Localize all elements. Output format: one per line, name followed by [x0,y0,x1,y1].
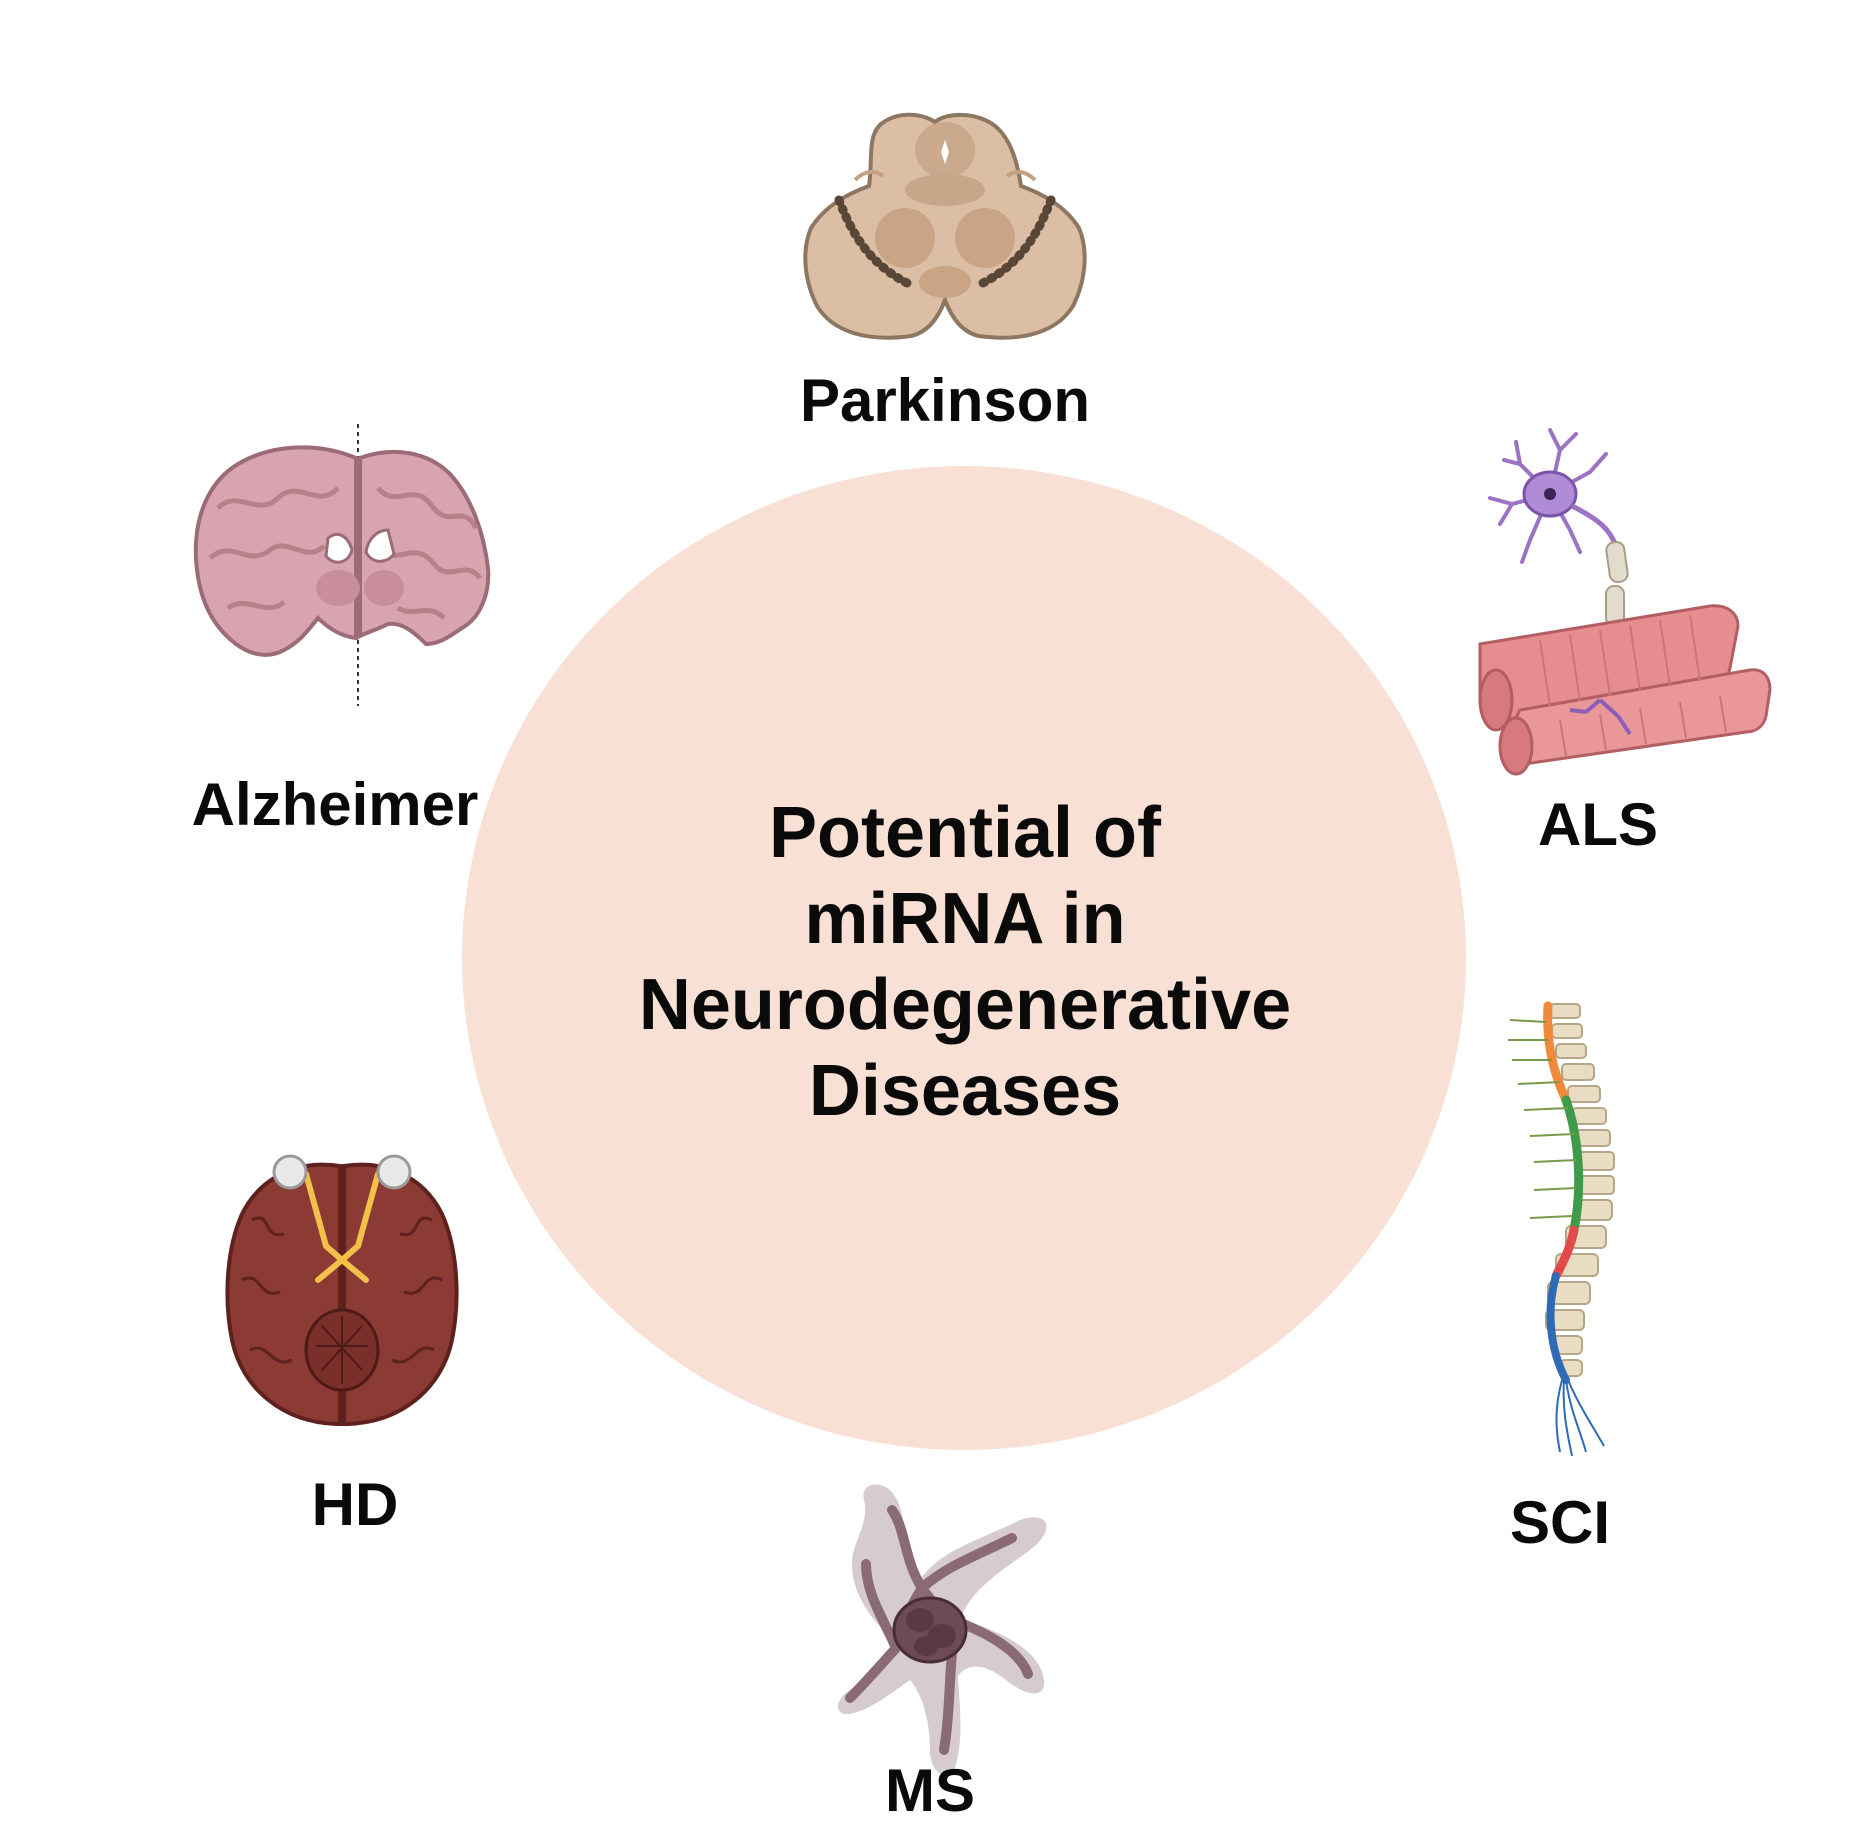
label-sci: SCI [1509,1489,1611,1556]
label-parkinson: Parkinson [799,367,1091,434]
center-title: Potential of miRNA in Neurodegenerative … [560,790,1370,1134]
midbrain-section-icon [803,112,1087,340]
coronal-brain-icon [193,424,491,706]
center-circle [462,466,1466,1450]
center-title-line: miRNA in [804,879,1126,959]
neuron-muscle-icon [1478,428,1772,776]
label-als: ALS [1538,791,1658,858]
label-alzheimer: Alzheimer [191,771,479,838]
label-ms: MS [885,1757,975,1824]
center-title-line: Potential of [769,793,1161,873]
center-title-line: Diseases [808,1051,1122,1131]
microglia-cell-icon [838,1484,1047,1775]
brain-underside-icon [225,1154,459,1426]
center-title-line: Neurodegenerative [638,965,1292,1045]
spinal-column-icon [1508,1001,1615,1457]
label-hd: HD [311,1471,399,1538]
